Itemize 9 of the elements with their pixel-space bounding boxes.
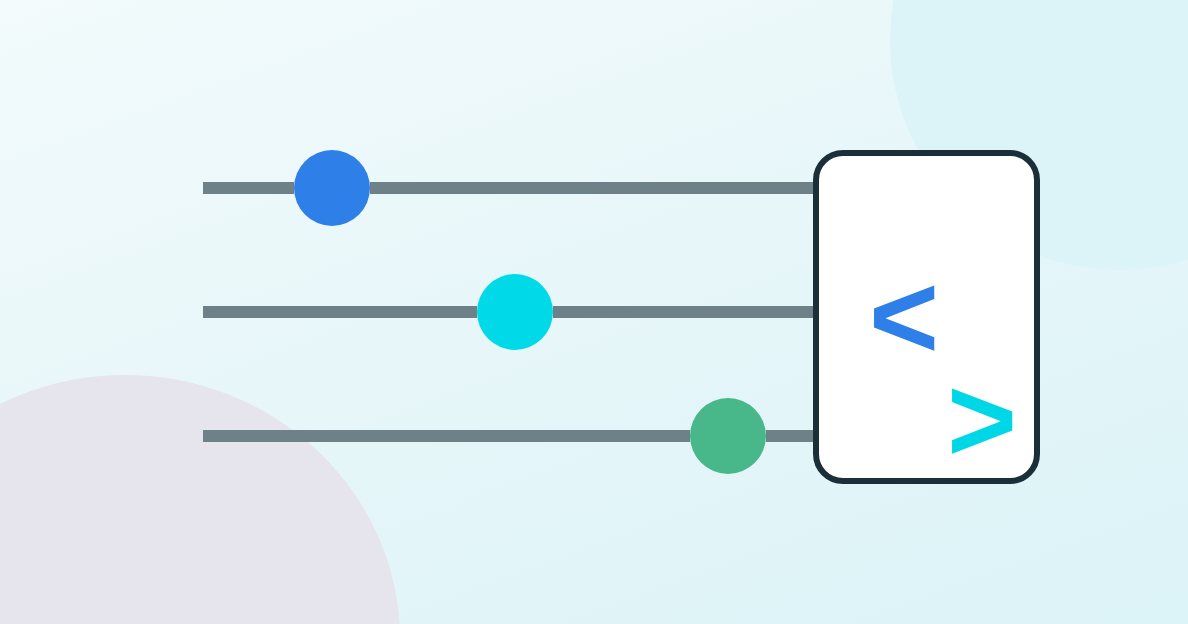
less-than-sign: <: [869, 256, 940, 376]
track-line: [766, 430, 813, 442]
track-line: [203, 430, 690, 442]
track-line: [203, 306, 477, 318]
track-line: [553, 306, 813, 318]
greater-than-sign: >: [947, 359, 1018, 479]
track-line: [370, 182, 813, 194]
track-line: [203, 182, 294, 194]
code-panel: [813, 150, 1040, 484]
